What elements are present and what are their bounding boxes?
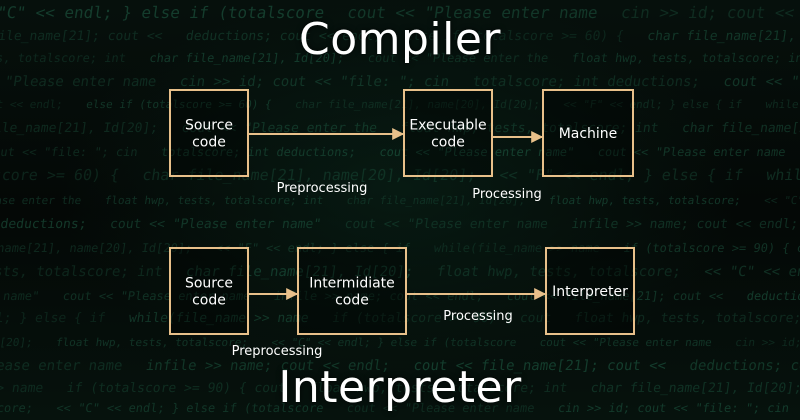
interpreter-node-source-label: Source [185, 276, 233, 292]
background-code-line: float hwp, tests, totalscore; int [104, 194, 324, 207]
background-code-line: float hwp, tests, totalscore; int [0, 264, 164, 280]
background-code-line: float hwp, tests, totalscore; int [0, 51, 127, 65]
background-code-line: cout << "Please enter the [0, 194, 82, 207]
background-code-line: cout << "Please enter name [539, 336, 713, 349]
background-code-line: char file_name[21], Id[20]; [346, 194, 527, 207]
background-code-line: infile >> name; cout << endl; [273, 289, 484, 303]
compiler-title: Compiler [298, 14, 502, 65]
compiler-node-executable-label: Executable [409, 118, 486, 134]
compiler-node-machine-label: Machine [559, 126, 618, 142]
background-code-line: if (totalscore >= 90) { cout [66, 381, 287, 396]
background-code-line: float hwp, tests, totalscore; int [308, 381, 568, 396]
background-code-line: else if (totalscore >= 60) { [0, 166, 120, 184]
interpreter-node-intermediate-label: Intermidiate [309, 276, 395, 292]
interpreter-title: Interpreter [278, 362, 522, 413]
background-code-line: char file_name[21], Id[20]; [681, 121, 800, 136]
background-code-line: cout << "Please enter name" [722, 74, 800, 90]
background-code-line: char file_name[21], name[20], Id[20]; [141, 166, 477, 184]
interpreter-node-intermediate-label: code [335, 293, 369, 309]
compiler-node-source-label: code [192, 135, 226, 151]
background-code-line: else if (totalscore >= 60) { [85, 98, 272, 111]
background-code-line: char file_name[21], name[20], Id[20]; [294, 98, 541, 111]
background-code-line: cout << "Please enter name [346, 401, 536, 415]
background-code-line: cout << "Please enter name [62, 289, 252, 303]
background-code-line: << "C" << endl; } else if (totalscore [703, 264, 800, 280]
background-code-line: float hwp, tests, totalscore; [436, 264, 682, 280]
background-code-line: cout << "Please enter name" [109, 217, 322, 232]
background-code-line: float hwp, tests, totalscore; [548, 194, 742, 207]
interpreter-node-interpreter-box [545, 247, 635, 335]
background-code-line: totalscore; int deductions; [0, 217, 88, 232]
background-code-line: char file_name[21], Id[20]; [0, 336, 33, 349]
background-code-line: cin >> id; cout << "file: "; cin [557, 401, 790, 415]
background-code-line: cout << file_name[21]; cout << [506, 289, 724, 303]
background-code-line: char file_name[21], Id[20]; [148, 51, 345, 65]
background-code-line: while(file_name >> name [0, 381, 44, 396]
background-code-line: cout << "Please enter name" [0, 289, 40, 303]
interpreter-edge-source-to-intermediate-label: Preprocessing [232, 344, 323, 359]
background-code-line: cin >> id; cout << "file: "; cin [0, 145, 139, 159]
background-code-line: char file_name[21], Id[20]; [0, 121, 159, 136]
compiler-flow: SourcecodeExecutablecodeMachinePreproces… [169, 89, 634, 202]
background-code-line: << "C" << endl; } else if (totalscore [763, 194, 800, 207]
background-code-line: totalscore; int deductions; [472, 74, 701, 90]
background-code-line: cout << "Please enter name" [378, 145, 575, 159]
interpreter-node-source-box [169, 247, 249, 335]
background-code-line: << "C" << endl; } else if (totalscore [0, 3, 326, 22]
background-code-line: deductions; cout << endl; [185, 29, 383, 44]
interpreter-node-source-label: code [192, 293, 226, 309]
compiler-edge-executable-to-machine-label: Processing [472, 187, 541, 202]
background-code-line: if (totalscore >= 90) { cout [623, 241, 800, 255]
background-code-line: cout << "Please enter name [346, 3, 599, 22]
background-code-line: float hwp, tests, totalscore; int [571, 51, 800, 65]
compiler-node-machine-box [542, 89, 634, 177]
background-code-line: << "F" << endl; } else { if [562, 98, 743, 111]
background-code-line: cout << "Please enter name [0, 74, 157, 90]
background-code-line: else if (totalscore >= 60) { [404, 29, 625, 44]
background-code-line: cout << "Please enter name [597, 145, 787, 159]
background-code-line: while(file_name >> name [765, 98, 800, 111]
background-code-line: << "F" << endl; } else { if [0, 311, 106, 326]
background-code-line: cout << file_name[21]; cout << [0, 29, 164, 44]
background-code-line: while(file_name >> name [128, 311, 310, 326]
interpreter-node-interpreter-label: Interpreter [552, 284, 628, 300]
background-code-line: cout << file_name[21]; cout << [412, 358, 667, 374]
background-code-line: cout << "Please enter the [367, 51, 549, 65]
background-code-line: float hwp, tests, totalscore; [0, 401, 34, 415]
interpreter-edge-intermediate-to-interpreter-label: Processing [443, 309, 512, 324]
background-code-line: float hwp, tests, totalscore; int [399, 121, 659, 136]
background-code-line: infile >> name; cout << endl; [570, 217, 799, 232]
background-code-line: while(file_name >> name [433, 241, 601, 255]
background-code-line: deductions; cout << endl; [688, 358, 800, 374]
background-code-line: cout << "Please enter the [180, 121, 378, 136]
background-code-line: << "C" << endl; } else if (totalscore [55, 401, 324, 415]
background-code-line: char file_name[21], Id[20]; [185, 264, 414, 280]
interpreter-node-intermediate-box [297, 247, 407, 335]
background-code-line: cin >> id; cout << "file: "; cin [179, 74, 451, 90]
background-code-line: totalscore; int deductions; [160, 145, 357, 159]
interpreter-flow: SourcecodeIntermidiatecodeInterpreterPre… [169, 247, 635, 359]
background-code-line: deductions; cout << endl; [0, 98, 64, 111]
background-code-line: infile >> name; cout << endl; [145, 358, 391, 374]
compiler-node-executable-label: code [431, 135, 465, 151]
background-code-line: cin >> id; cout << "file: "; cin [620, 3, 800, 22]
background-code-line: cout << "Please enter name [0, 358, 123, 374]
background-code-line: float hwp, tests, totalscore; int [574, 311, 800, 326]
compiler-node-source-label: Source [185, 118, 233, 134]
background-code-line: cout << "Please enter name [344, 217, 549, 232]
background-code-line: while(file_name >> name [765, 166, 800, 184]
background-code-line: char file_name[21], Id[20]; [590, 381, 800, 396]
background-code-line: cin >> id; cout << "file: "; cin [734, 336, 800, 349]
background-code-line: float hwp, tests, totalscore; [55, 336, 249, 349]
background-code-line: << "C" << endl; } else if (totalscore [271, 336, 518, 349]
background-code-line: deductions; cout << endl; [746, 289, 800, 303]
background-code-line: char file_name[21], name[20], Id[20]; [646, 29, 800, 44]
background-code-line: char file_name[21], name[20], Id[20]; [0, 241, 193, 255]
background-code-line: if (totalscore >= 90) { cout [331, 311, 552, 326]
compiler-edge-source-to-executable-label: Preprocessing [277, 181, 368, 196]
